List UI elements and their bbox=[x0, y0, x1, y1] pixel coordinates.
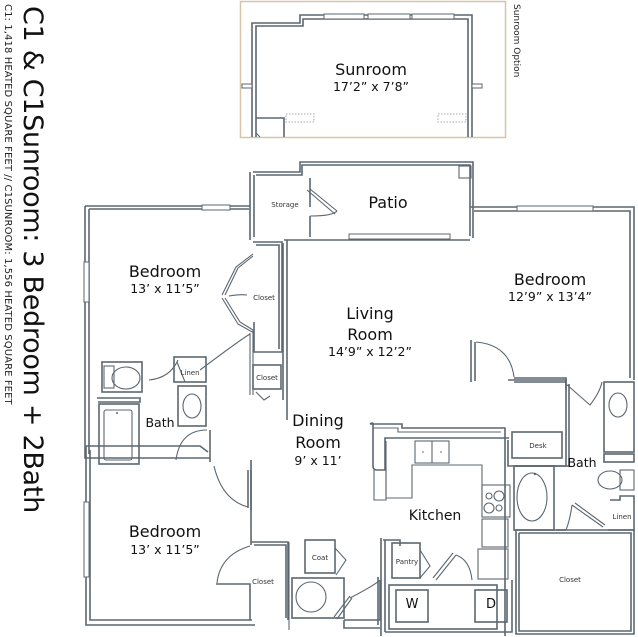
room-label-bedroom-ne: Bedroom bbox=[513, 270, 587, 289]
room-label-linen-e: Linen bbox=[612, 513, 632, 521]
room-dims-living: 14’9” x 12’2” bbox=[328, 344, 412, 359]
room-label-living-line2: Room bbox=[347, 325, 393, 344]
room-label-dining-line1: Dining bbox=[292, 411, 344, 430]
room-label-bath-e: Bath bbox=[567, 455, 597, 470]
room-label-linen-w: Linen bbox=[180, 369, 200, 377]
room-dims-sunroom: 17’2” x 7’8” bbox=[332, 79, 409, 94]
room-label-bedroom-sw: Bedroom bbox=[128, 522, 202, 541]
room-label-closet-se: Closet bbox=[559, 576, 581, 584]
sunroom-option-label: Sunroom Option bbox=[511, 4, 521, 78]
room-label-sunroom: Sunroom bbox=[335, 60, 407, 79]
room-dims-bedroom-ne: 12’9” x 13’4” bbox=[508, 289, 592, 304]
room-label-patio: Patio bbox=[368, 193, 408, 212]
room-label-living-line1: Living bbox=[346, 304, 394, 323]
room-label-bedroom-nw: Bedroom bbox=[128, 262, 202, 281]
room-label-desk: Desk bbox=[529, 442, 547, 450]
sunroom-option-frame bbox=[239, 0, 507, 139]
room-label-closet-nw: Closet bbox=[253, 294, 275, 302]
room-dims-bedroom-sw: 13’ x 11’5” bbox=[130, 542, 200, 557]
room-label-bath-w: Bath bbox=[145, 415, 175, 430]
room-label-dining-line2: Room bbox=[295, 433, 341, 452]
room-dims-bedroom-nw: 13’ x 11’5” bbox=[130, 281, 200, 296]
room-label-coat: Coat bbox=[311, 554, 329, 562]
room-label-storage: Storage bbox=[271, 201, 299, 209]
washer-label: W bbox=[405, 597, 419, 612]
room-label-closet-sw: Closet bbox=[252, 578, 274, 586]
room-label-pantry: Pantry bbox=[395, 558, 419, 566]
dryer-label: D bbox=[485, 597, 496, 612]
room-label-closet-small: Closet bbox=[256, 374, 278, 382]
room-dims-dining: 9’ x 11’ bbox=[294, 453, 342, 468]
room-label-kitchen: Kitchen bbox=[408, 508, 462, 524]
